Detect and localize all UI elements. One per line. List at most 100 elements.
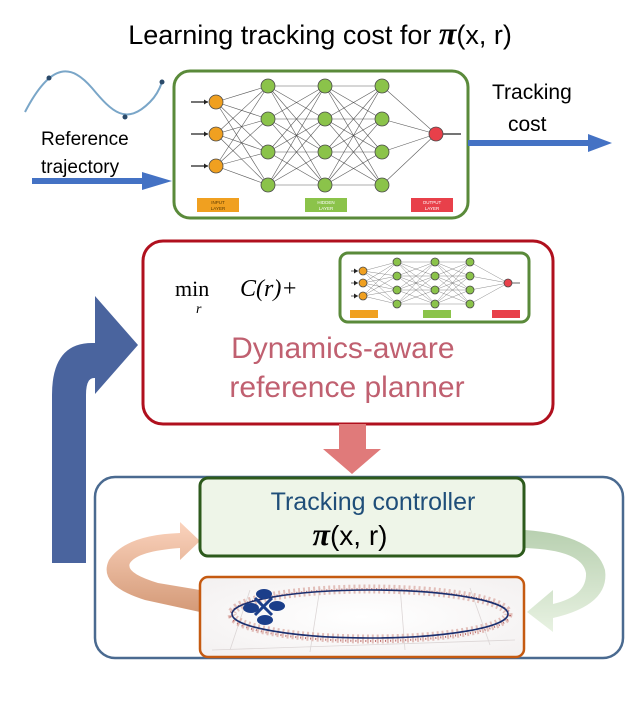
network-connection (434, 261, 471, 277)
hidden-node (317, 78, 333, 94)
network-connection (324, 85, 383, 153)
network-connection (215, 165, 269, 186)
input-node (358, 278, 368, 288)
network-connection (215, 85, 269, 167)
network-connection (324, 85, 383, 120)
curve-point (159, 79, 165, 85)
output-layer-legend-text: OUTPUT (423, 200, 442, 205)
network-connection (324, 85, 383, 186)
input-arrow (32, 172, 172, 190)
network-connection (362, 261, 398, 284)
output-arrow (468, 134, 612, 152)
network-connection (434, 261, 471, 305)
network-connection (469, 261, 509, 284)
network-connection (362, 275, 398, 284)
input-node (358, 291, 368, 301)
planner-neural-network (350, 257, 520, 318)
network-connection (215, 133, 269, 186)
network-connection (362, 270, 398, 291)
input-arrow-head (204, 99, 208, 105)
hidden-node (317, 177, 333, 193)
output-node (503, 278, 513, 288)
network-connection (396, 275, 436, 305)
hidden-node (392, 257, 402, 267)
network-connection (362, 282, 398, 305)
hidden-layer-legend-text: LAYER (319, 206, 334, 211)
hidden-node (260, 144, 276, 160)
planner-formula: min r C(r)+ (175, 276, 298, 317)
network-connection (215, 133, 269, 153)
network-connection (362, 270, 398, 277)
network-connection (362, 289, 398, 297)
loop-arrow-left (106, 522, 200, 612)
network-connection (362, 282, 398, 291)
input-layer-legend (350, 310, 378, 318)
hidden-node (465, 285, 475, 295)
network-connection (469, 282, 509, 291)
network-connection (396, 261, 436, 305)
hidden-node (465, 271, 475, 281)
input-layer-legend-text: LAYER (211, 206, 226, 211)
hidden-node (260, 111, 276, 127)
network-connection (215, 85, 269, 135)
hidden-layer-legend (305, 198, 347, 212)
network-connection (215, 101, 269, 120)
network-connection (434, 261, 471, 291)
tracking-cost-label: Tracking cost (492, 81, 578, 136)
input-arrow-head (354, 268, 358, 274)
orbit-trajectory (231, 589, 509, 639)
network-connection (434, 289, 471, 305)
network-connection (267, 85, 326, 153)
controller-policy: π(x, r) (313, 516, 388, 552)
hidden-node (374, 144, 390, 160)
quadrotor-icon (243, 589, 285, 625)
hidden-layer-legend-text: HIDDEN (317, 200, 334, 205)
network-connection (396, 289, 436, 305)
input-arrow-head (354, 280, 358, 286)
hidden-node (374, 177, 390, 193)
network-connection (381, 85, 437, 135)
network-connection (396, 261, 436, 277)
input-node (358, 266, 368, 276)
network-connection (381, 133, 437, 186)
network-connection (215, 85, 269, 103)
input-node (208, 126, 224, 142)
input-arrow-head (204, 163, 208, 169)
hidden-node (430, 299, 440, 309)
simulation-view (211, 584, 516, 653)
curve-point (122, 114, 128, 120)
hidden-node (392, 271, 402, 281)
reference-curve (24, 70, 163, 116)
input-node (208, 158, 224, 174)
network-connection (362, 261, 398, 272)
network-connection (215, 101, 269, 153)
hidden-node (260, 177, 276, 193)
input-arrow-head (354, 293, 358, 299)
input-arrow-head (204, 131, 208, 137)
network-connection (324, 151, 383, 186)
output-layer-legend (492, 310, 520, 318)
network-connection (362, 261, 398, 297)
hidden-node (374, 78, 390, 94)
controller-label: Tracking controller (271, 488, 476, 516)
hidden-node (317, 111, 333, 127)
network-connection (215, 151, 269, 167)
down-arrow (323, 424, 381, 474)
hidden-node (465, 257, 475, 267)
hidden-node (392, 285, 402, 295)
network-connection (396, 261, 436, 291)
network-connection (215, 118, 269, 167)
hidden-node (430, 285, 440, 295)
hidden-node (260, 78, 276, 94)
network-connection (267, 118, 326, 186)
output-layer-legend-text: LAYER (425, 206, 440, 211)
network-connection (434, 275, 471, 305)
input-node (208, 94, 224, 110)
network-connection (469, 282, 509, 305)
curve-point (46, 75, 52, 81)
hidden-node (430, 271, 440, 281)
feedback-arrow (52, 296, 138, 563)
